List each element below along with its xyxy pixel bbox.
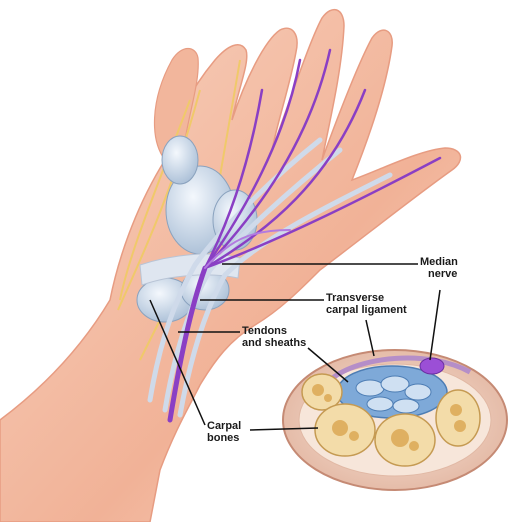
label-transverse-line1: Transverse xyxy=(326,292,407,304)
label-median-nerve-line2: nerve xyxy=(420,268,458,280)
ligament-section-leader xyxy=(366,320,374,356)
label-tendons-line1: Tendons xyxy=(242,325,306,337)
label-transverse-carpal-ligament: Transverse carpal ligament xyxy=(326,292,407,316)
label-tendons-and-sheaths: Tendons and sheaths xyxy=(242,325,306,349)
wrist-cross-section xyxy=(283,350,507,490)
label-carpal-line2: bones xyxy=(207,432,241,444)
label-median-nerve: Median nerve xyxy=(420,256,458,280)
label-median-nerve-line1: Median xyxy=(420,256,458,268)
label-carpal-line1: Carpal xyxy=(207,420,241,432)
label-transverse-line2: carpal ligament xyxy=(326,304,407,316)
median-nerve-section-leader xyxy=(430,290,440,360)
label-carpal-bones: Carpal bones xyxy=(207,420,241,444)
label-tendons-line2: and sheaths xyxy=(242,337,306,349)
